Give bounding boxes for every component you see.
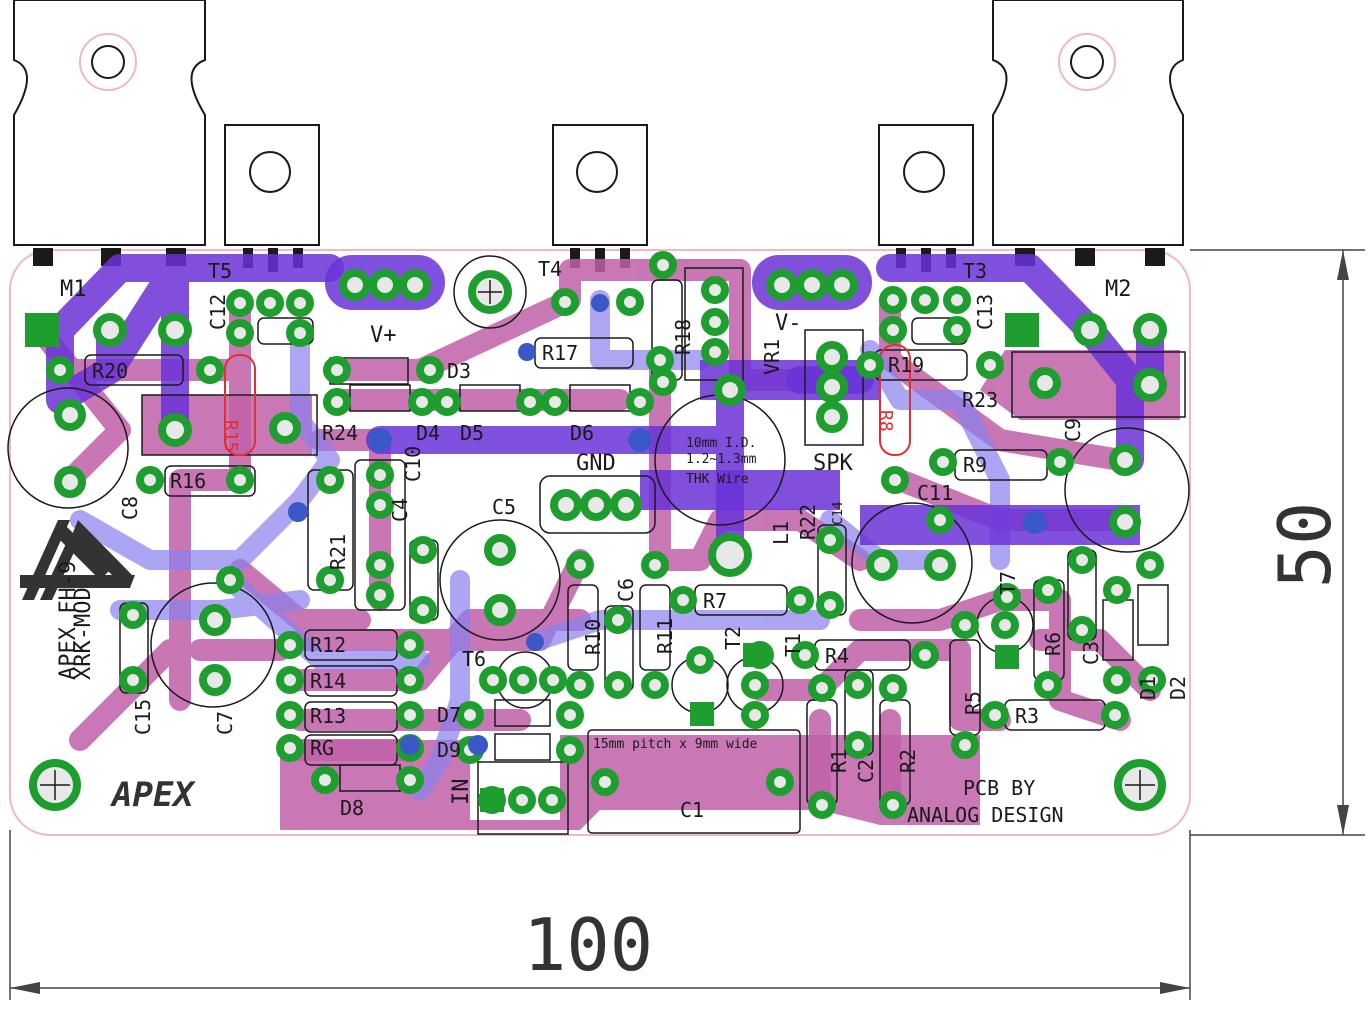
label-r18: R18 [671, 319, 695, 355]
connector-input-label: IN [449, 779, 474, 806]
label-r19: R19 [888, 353, 924, 377]
coil-note-1: 10mm I.D. [686, 436, 756, 451]
connector-gnd-label: GND [576, 451, 616, 476]
label-d6: D6 [570, 421, 594, 445]
width-dimension-label: 100 [523, 903, 653, 987]
mounting-holes [40, 280, 1155, 800]
label-rg: RG [310, 736, 334, 760]
label-d3: D3 [447, 359, 471, 383]
label-t6: T6 [462, 647, 486, 671]
transistor-t5-body [224, 124, 320, 246]
dimension-lines [9, 249, 1365, 1000]
label-c3: C3 [1079, 641, 1103, 665]
label-t2: T2 [721, 626, 745, 650]
vias [288, 294, 1047, 755]
label-c1: C1 [680, 798, 704, 822]
label-t3: T3 [963, 259, 987, 283]
label-t1: T1 [781, 633, 805, 657]
label-c12: C12 [206, 294, 230, 330]
connector-vminus-label: V- [775, 311, 802, 336]
label-r10: R10 [581, 619, 605, 655]
transistor-m1-body [13, 0, 206, 246]
fab-outlines [224, 344, 911, 456]
label-r9: R9 [963, 453, 987, 477]
label-d1: D1 [1136, 676, 1160, 700]
coil-note-3: THK Wire [686, 472, 749, 487]
label-r12: R12 [310, 633, 346, 657]
label-r7: R7 [703, 589, 727, 613]
square-pads [25, 313, 1039, 812]
label-r15-fab: R15 [220, 420, 241, 453]
label-r11: R11 [653, 618, 677, 654]
label-d9: D9 [437, 738, 461, 762]
connector-vplus-label: V+ [370, 323, 397, 348]
label-c10: C10 [401, 446, 425, 482]
board-variant-text: XRK-MOD [71, 587, 96, 680]
label-r20: R20 [92, 359, 128, 383]
label-c11: C11 [917, 481, 953, 505]
connector-spk-label: SPK [813, 451, 853, 476]
label-r24: R24 [322, 421, 358, 445]
label-l1: L1 [769, 521, 793, 545]
label-r1: R1 [827, 749, 851, 773]
coil-note-2: 1.2~1.3mm [686, 452, 757, 467]
label-r13: R13 [310, 704, 346, 728]
label-m2: M2 [1105, 277, 1132, 302]
transistor-t4-body [552, 124, 648, 246]
label-t5: T5 [208, 259, 232, 283]
label-r3: R3 [1015, 704, 1039, 728]
label-d8: D8 [340, 796, 364, 820]
label-r22: R22 [796, 504, 820, 540]
label-r14: R14 [310, 669, 346, 693]
label-r17: R17 [542, 341, 578, 365]
label-t7: T7 [996, 571, 1020, 595]
label-r23: R23 [962, 388, 998, 412]
label-c7: C7 [213, 711, 237, 735]
label-c15: C15 [131, 699, 155, 735]
label-r8-fab: R8 [875, 410, 896, 432]
label-d4: D4 [416, 421, 440, 445]
label-m1: M1 [60, 277, 87, 302]
credit-line-1: PCB BY [963, 776, 1035, 800]
dimension-arrows [10, 250, 1349, 994]
apex-logo-text: APEX [110, 775, 196, 815]
label-r5: R5 [961, 691, 985, 715]
label-r16: R16 [170, 469, 206, 493]
label-d7: D7 [437, 703, 461, 727]
label-r6: R6 [1041, 632, 1065, 656]
transistor-m2-body [992, 0, 1184, 246]
height-dimension-label: 50 [1263, 502, 1347, 589]
label-vr1: VR1 [760, 339, 784, 375]
label-c9: C9 [1061, 418, 1085, 442]
label-c13: C13 [973, 294, 997, 330]
label-d5: D5 [460, 421, 484, 445]
label-r4: R4 [825, 644, 849, 668]
label-r21: R21 [326, 534, 350, 570]
label-c14: C14 [831, 501, 846, 525]
label-c6: C6 [614, 578, 638, 602]
label-c4: C4 [388, 498, 412, 522]
label-c5: C5 [492, 495, 516, 519]
label-c2: C2 [854, 759, 878, 783]
label-r2: R2 [896, 749, 920, 773]
label-d2: D2 [1166, 676, 1190, 700]
through-hole-pads [29, 251, 1167, 819]
transistor-t3-body [878, 124, 974, 246]
c1-footprint-note: 15mm pitch x 9mm wide [593, 737, 758, 752]
board-model-text: APEX FH-9 [56, 561, 81, 680]
label-c8: C8 [118, 496, 142, 520]
apex-logo-mark [20, 520, 135, 600]
credit-line-2: ANALOG DESIGN [907, 803, 1064, 827]
label-t4: T4 [538, 257, 562, 281]
